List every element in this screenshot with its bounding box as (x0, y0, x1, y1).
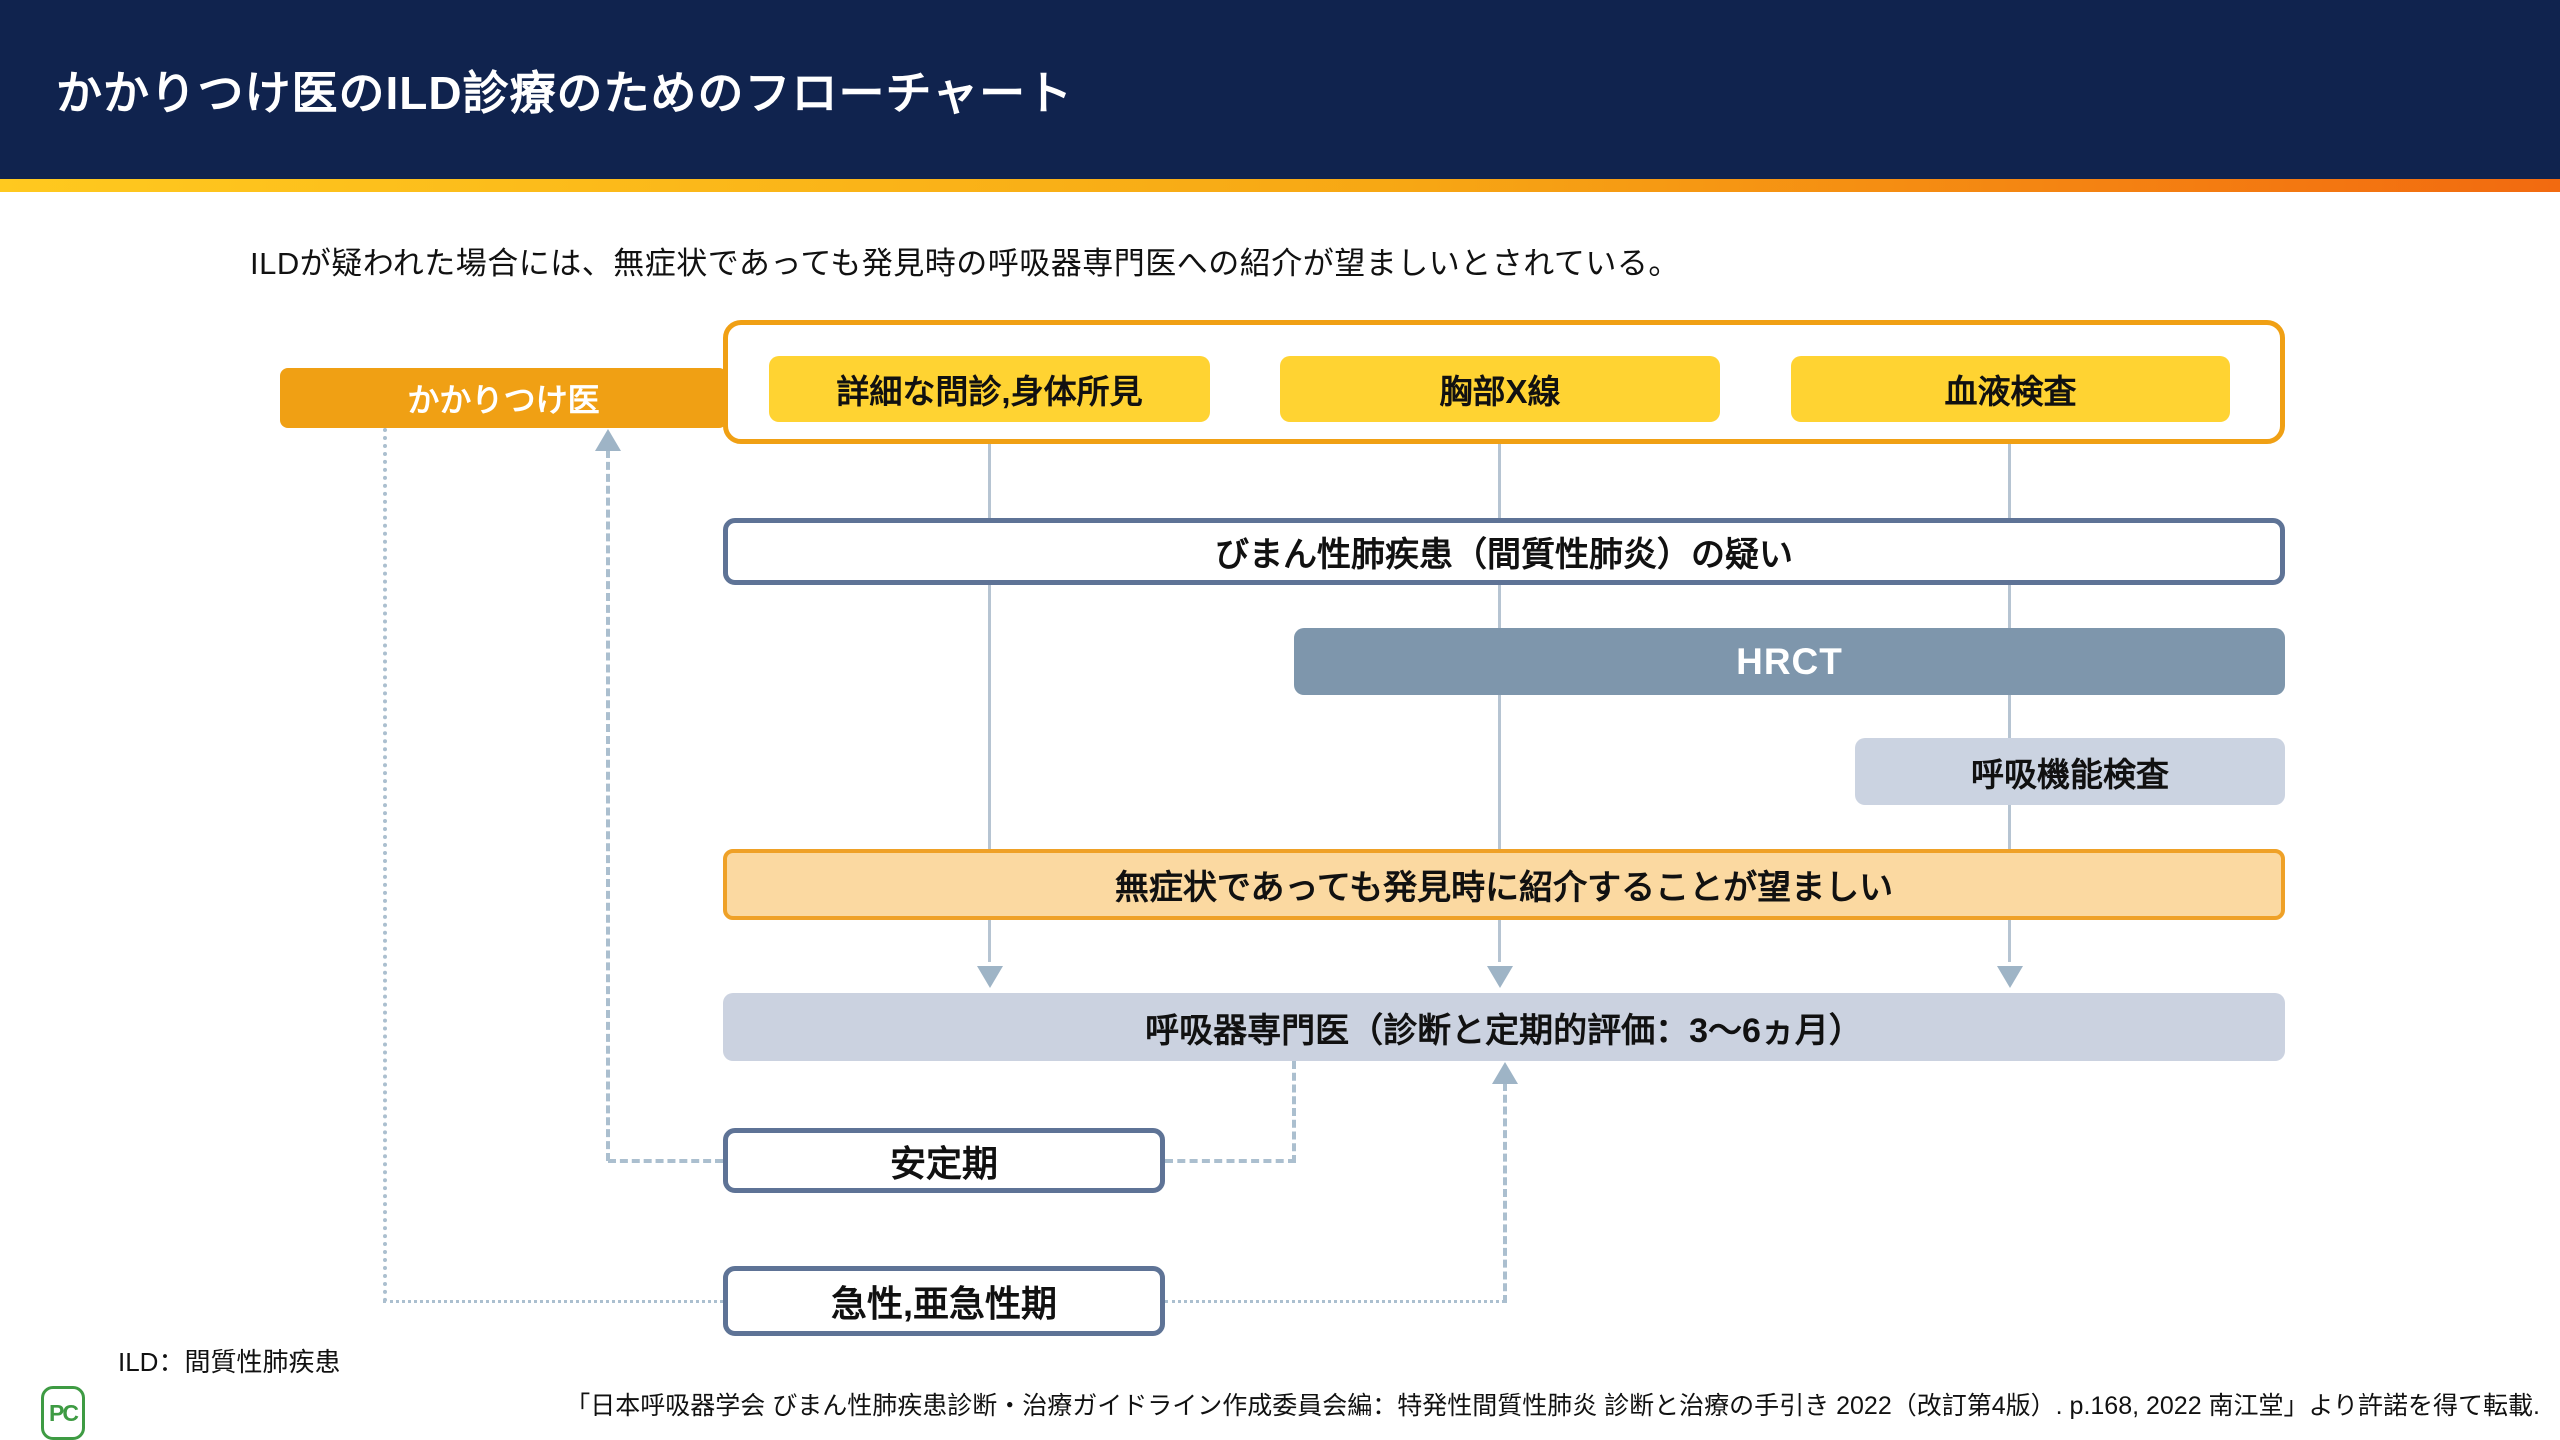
connector-stable-primary-horizontal (608, 1159, 723, 1163)
arrow-down-icon (1487, 966, 1513, 988)
arrow-up-icon (1492, 1062, 1518, 1084)
arrow-up-icon (595, 429, 621, 451)
arrow-down-icon (1997, 966, 2023, 988)
node-exam-blood-test: 血液検査 (1791, 356, 2230, 422)
citation-text: 「日本呼吸器学会 びまん性肺疾患診断・治療ガイドライン作成委員会編：特発性間質性… (565, 1392, 2540, 1420)
connector-exam1-specialist (988, 440, 991, 962)
node-referral-recommendation: 無症状であっても発見時に紹介することが望ましい (723, 849, 2285, 920)
header-bar: かかりつけ医のILD診療のためのフローチャート (0, 0, 2560, 179)
node-diffuse-lung-disease-suspicion: びまん性肺疾患（間質性肺炎）の疑い (723, 518, 2285, 585)
node-acute-phase: 急性,亜急性期 (723, 1266, 1165, 1336)
node-exam-interview: 詳細な問診,身体所見 (769, 356, 1210, 422)
connector-acute-specialist-vertical (1503, 1083, 1507, 1303)
connector-primary-acute-horizontal (383, 1300, 723, 1303)
connector-exam2-specialist (1498, 440, 1501, 962)
pc-logo: PC (41, 1386, 85, 1440)
node-hrct: HRCT (1294, 628, 2285, 695)
node-respiratory-specialist: 呼吸器専門医（診断と定期的評価：3～6ヵ月） (723, 993, 2285, 1061)
connector-exam3-specialist (2008, 440, 2011, 962)
connector-specialist-stable-vertical (1292, 1061, 1296, 1163)
node-exam-chest-xray: 胸部X線 (1280, 356, 1720, 422)
node-stable-phase: 安定期 (723, 1128, 1165, 1193)
arrow-down-icon (977, 966, 1003, 988)
page-title: かかりつけ医のILD診療のためのフローチャート (56, 66, 1074, 119)
connector-stable-primary-vertical (606, 450, 610, 1161)
intro-text: ILDが疑われた場合には、無症状であっても発見時の呼吸器専門医への紹介が望ましい… (250, 246, 1680, 281)
node-pulmonary-function-test: 呼吸機能検査 (1855, 738, 2285, 805)
connector-primary-acute-vertical (383, 428, 387, 1303)
header-accent-bar (0, 179, 2560, 192)
abbreviation-note: ILD：間質性肺疾患 (118, 1347, 341, 1377)
connector-specialist-stable-horizontal (1165, 1159, 1296, 1163)
connector-acute-specialist-horizontal (1165, 1300, 1505, 1303)
node-primary-doctor: かかりつけ医 (280, 368, 727, 428)
